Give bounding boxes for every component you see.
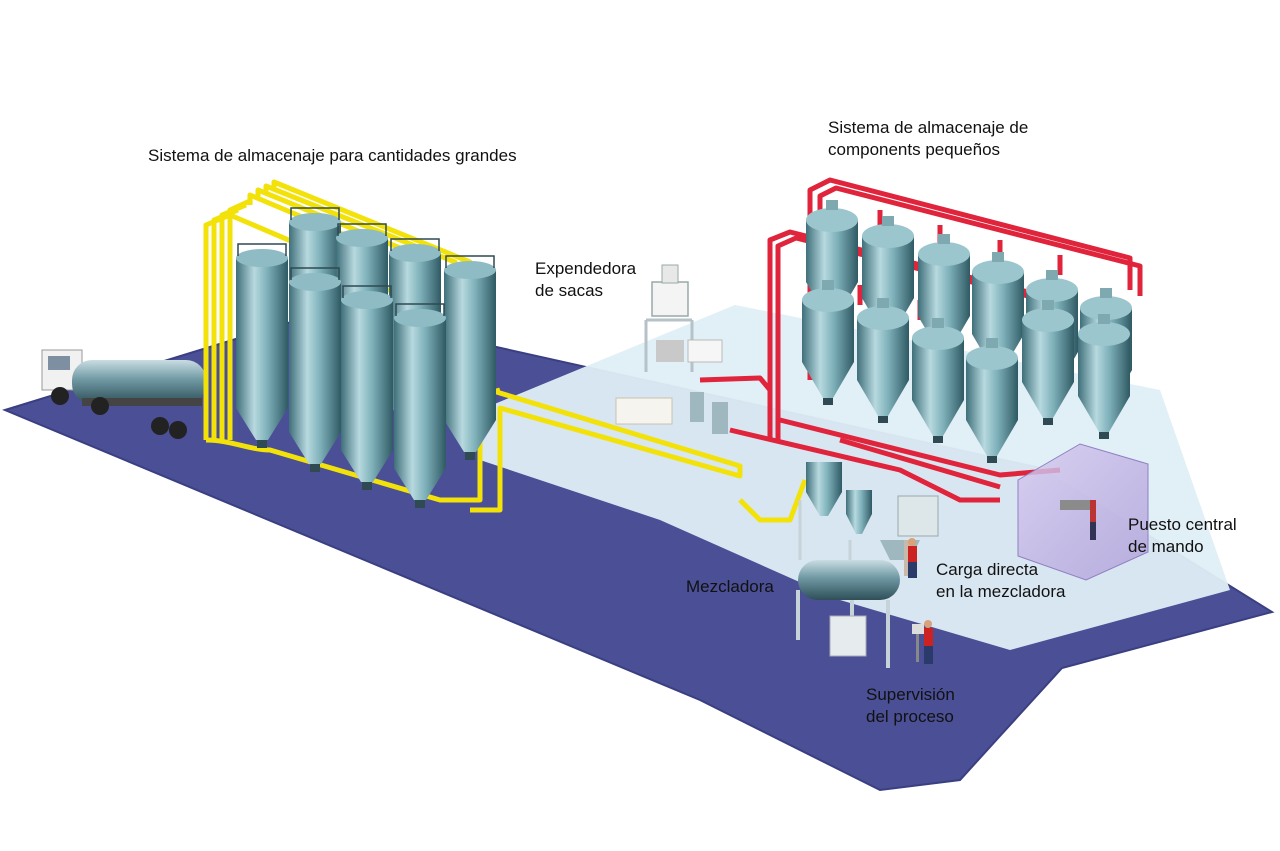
label-small-storage: Sistema de almacenaje de components pequ… — [828, 117, 1028, 161]
label-supervision: Supervisión del proceso — [866, 684, 955, 728]
label-central-control-line1: Puesto central — [1128, 515, 1237, 534]
pallets — [615, 392, 728, 434]
label-bag-dispenser-line2: de sacas — [535, 281, 604, 300]
label-supervision-line1: Supervisión — [866, 685, 955, 704]
label-bulk-storage: Sistema de almacenaje para cantidades gr… — [148, 145, 517, 167]
label-mixer-text: Mezcladora — [686, 577, 774, 596]
label-supervision-line2: del proceso — [866, 707, 954, 726]
label-direct-loading-line2: en la mezcladora — [936, 582, 1066, 601]
label-mixer: Mezcladora — [686, 576, 774, 598]
mixer — [796, 560, 900, 668]
label-bulk-storage-text: Sistema de almacenaje para cantidades gr… — [148, 146, 517, 165]
label-bag-dispenser: Expendedora de sacas — [535, 258, 636, 302]
label-central-control: Puesto central de mando — [1128, 514, 1237, 558]
loading-operator — [908, 538, 917, 578]
label-small-storage-line1: Sistema de almacenaje de — [828, 118, 1029, 137]
tanker-truck — [41, 349, 206, 439]
bag-dispenser — [644, 264, 723, 372]
label-bag-dispenser-line1: Expendedora — [535, 259, 637, 278]
central-control-booth — [1017, 443, 1149, 581]
label-direct-loading: Carga directa en la mezcladora — [936, 559, 1065, 603]
label-small-storage-line2: components pequeños — [828, 140, 1001, 159]
label-central-control-line2: de mando — [1128, 537, 1204, 556]
supervision-operator — [912, 620, 933, 664]
label-direct-loading-line1: Carga directa — [936, 560, 1039, 579]
weighing-hoppers — [798, 462, 872, 560]
